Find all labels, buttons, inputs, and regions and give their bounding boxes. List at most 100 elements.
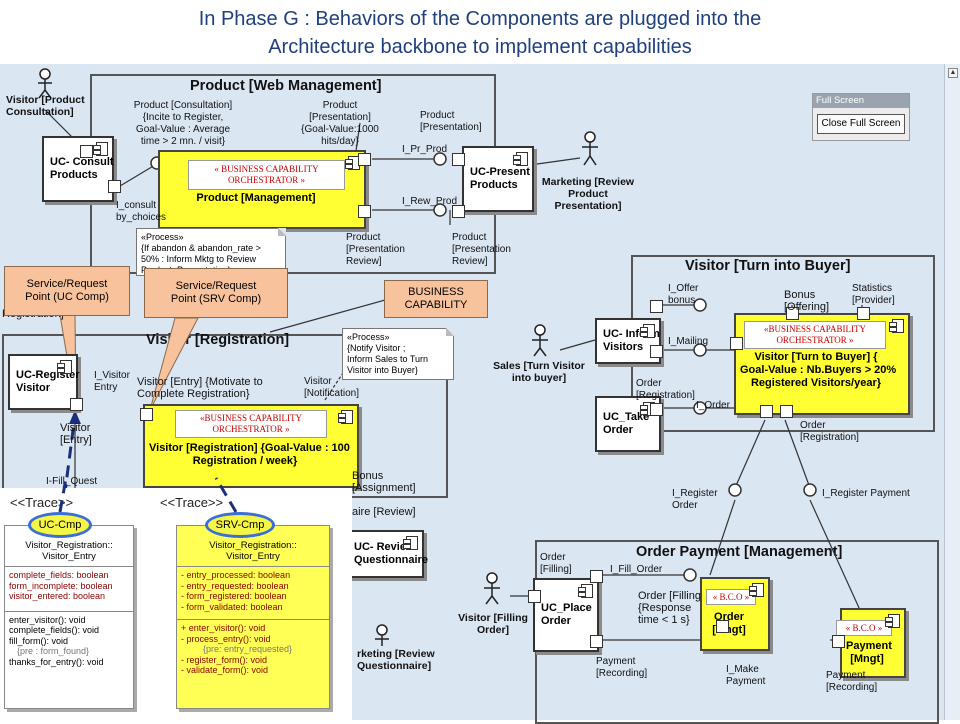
orchestrator-registration-label: Visitor [Registration] {Goal-Value : 100… [149, 442, 350, 467]
port [730, 337, 743, 350]
vertical-scrollbar[interactable]: ▲ [944, 64, 960, 720]
callout-business-capability: BUSINESS CAPABILITY [384, 280, 488, 318]
component-uc-register[interactable]: UC-Register Visitor [8, 354, 80, 410]
actor-sales-label: Sales [Turn Visitor into buyer] [493, 360, 585, 384]
port [108, 180, 121, 193]
component-icon [93, 142, 108, 156]
class-uc-operation: fill_form(): void [9, 635, 69, 646]
port [716, 620, 729, 633]
label-i-fill-order: I_Fill_Order [610, 564, 663, 575]
port [780, 405, 793, 418]
trace-oval-uc-cmp: UC-Cmp [28, 512, 92, 538]
port [650, 403, 663, 416]
component-icon [338, 410, 353, 424]
orchestrator-order[interactable]: « B.C.O » Order [Mngt] [700, 577, 770, 651]
class-srv-visitor-entry[interactable]: Visitor_Registration:: Visitor_Entry - e… [176, 525, 330, 709]
port [590, 635, 603, 648]
component-icon [889, 319, 904, 333]
class-srv-attribute: - form_validated: boolean [181, 601, 283, 612]
component-uc-consult-label: UC- Consult Products [50, 156, 114, 181]
label-i-consult: I_consult by_choices [116, 200, 167, 223]
orchestrator-order-stereotype: « B.C.O » [706, 589, 756, 605]
class-srv-operation: - register_form(): void [181, 654, 268, 665]
class-uc-visitor-entry[interactable]: Visitor_Registration:: Visitor_Entry com… [4, 525, 134, 709]
scroll-up-arrow-icon[interactable]: ▲ [948, 68, 958, 78]
label-bonus-offering: Bonus [Offering] [784, 289, 830, 313]
port [80, 145, 93, 158]
label-i-register-payment: I_Register Payment [822, 488, 910, 499]
label-i-register-order: I_Register Order [672, 488, 718, 511]
label-bonus-assignment: Bonus [Assignment] [352, 470, 416, 494]
label-order-registration: Order [Registration] [636, 378, 695, 401]
class-srv-attribute: - form_registered: boolean [181, 591, 287, 601]
component-uc-inform-label: UC- Inform Visitors [603, 328, 660, 353]
class-srv-operation: + enter_visitor(): void [181, 623, 266, 633]
component-uc-place-order[interactable]: UC_Place Order [533, 578, 599, 652]
label-i-mailing: I_Mailing [668, 336, 709, 347]
orchestrator-buyer-label: Visitor [Turn to Buyer] { Goal-Value : N… [740, 351, 897, 389]
label-visitor-notification: Visitor [Notification] [304, 376, 360, 399]
orchestrator-payment-stereotype: « B.C.O » [836, 620, 892, 636]
label-visitor-entry-port: Visitor [Entry] [60, 422, 92, 446]
component-icon [578, 584, 593, 598]
component-uc-inform[interactable]: UC- Inform Visitors [595, 318, 661, 364]
class-uc-attributes: complete_fields: boolean form_incomplete… [5, 566, 133, 605]
trace-label-right: <<Trace>> [160, 495, 224, 510]
port [650, 300, 663, 313]
class-uc-operation: thanks_for_entry(): void [9, 656, 104, 667]
actor-visitor-filling-label: Visitor [Filling Order] [458, 612, 528, 636]
label-i-fill-quest: I-Fill_Quest [46, 476, 98, 487]
component-uc-review-q[interactable]: UC- Review Questionnaire [346, 530, 428, 578]
component-uc-present[interactable]: UC-Present Products [462, 146, 534, 212]
class-uc-attribute: visitor_entered: boolean [9, 591, 106, 601]
port [590, 570, 603, 583]
label-order-filling-resp: Order [Filling {Response time < 1 s} [638, 590, 701, 626]
port [452, 205, 465, 218]
orchestrator-product[interactable]: « BUSINESS CAPABILITY ORCHESTRATOR » Pro… [158, 150, 366, 229]
package-product-title: Product [Web Management] [190, 78, 382, 94]
component-icon [640, 324, 655, 338]
component-uc-take-order-label: UC_Take Order [603, 411, 650, 436]
full-screen-title: Full Screen [813, 94, 909, 108]
class-srv-attribute: - entry_requested: boolean [181, 580, 289, 591]
package-order-payment-title: Order Payment [Management] [636, 544, 843, 560]
orchestrator-visitor-registration[interactable]: «BUSINESS CAPABILITY ORCHESTRATOR » Visi… [143, 404, 359, 488]
class-uc-attribute: complete_fields: boolean [9, 570, 109, 580]
label-aire-review: aire [Review] [352, 506, 416, 518]
trace-label-left: <<Trace>> [10, 495, 74, 510]
slide-title: In Phase G : Behaviors of the Components… [0, 0, 960, 64]
class-uc-operation: complete_fields(): void [9, 625, 100, 635]
component-icon [57, 360, 72, 374]
title-line-1: In Phase G : Behaviors of the Components… [198, 8, 762, 30]
class-srv-attributes: - entry_processed: boolean - entry_reque… [177, 566, 329, 615]
component-icon [513, 152, 528, 166]
label-product-presentation: Product [Presentation] {Goal-Value:1000 … [301, 100, 379, 147]
port [786, 307, 799, 320]
orchestrator-registration-stereotype: «BUSINESS CAPABILITY ORCHESTRATOR » [175, 410, 327, 438]
class-srv-operation: - process_entry(): void [181, 633, 271, 644]
actor-sales [532, 324, 548, 357]
orchestrator-visitor-buyer[interactable]: «BUSINESS CAPABILITY ORCHESTRATOR » Visi… [734, 313, 910, 415]
label-payment-recording: Payment [Recording] [596, 656, 648, 679]
component-uc-consult[interactable]: UC- Consult Products [42, 136, 114, 202]
actor-visitor-consultation-label: Visitor [Product Consultation] [6, 94, 85, 118]
label-i-order: I_Order [696, 400, 730, 411]
note-visitor-process: «Process» {Notify Visitor ; Inform Sales… [342, 328, 454, 380]
port [832, 635, 845, 648]
port [528, 590, 541, 603]
orchestrator-product-stereotype: « BUSINESS CAPABILITY ORCHESTRATOR » [188, 160, 345, 190]
callout-service-point-srv: Service/Request Point (SRV Comp) [144, 268, 288, 318]
actor-marketing-review-label: Marketing [Review Product Presentation] [541, 176, 635, 212]
orchestrator-payment[interactable]: « B.C.O » Payment [Mngt] [836, 608, 906, 678]
actor-marketing-review-2-label: rketing [Review Questionnaire] [357, 648, 435, 672]
port-visitor-entry-srv [140, 408, 153, 421]
label-i-rew-prod: I_Rew_Prod [402, 196, 458, 207]
close-full-screen-button[interactable]: Close Full Screen [817, 114, 905, 134]
port [358, 205, 371, 218]
class-srv-attribute: - entry_processed: boolean [181, 570, 291, 580]
label-order-filling: Order [Filling] [540, 552, 572, 575]
component-icon [885, 614, 900, 628]
component-uc-present-label: UC-Present Products [470, 166, 530, 191]
orchestrator-buyer-stereotype: «BUSINESS CAPABILITY ORCHESTRATOR » [744, 321, 886, 349]
class-srv-operations: + enter_visitor(): void - process_entry(… [177, 619, 329, 679]
